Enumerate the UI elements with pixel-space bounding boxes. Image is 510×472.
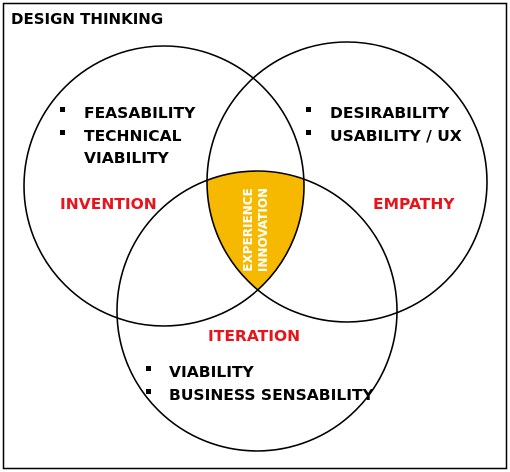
iteration-label: ITERATION bbox=[208, 327, 300, 345]
invention-bullets: FEASABILITY TECHNICAL VIABILITY bbox=[60, 104, 196, 167]
empathy-bullet-1: DESIRABILITY bbox=[330, 104, 450, 122]
invention-circle bbox=[23, 45, 305, 327]
invention-label: INVENTION bbox=[60, 195, 157, 213]
iteration-bullet-2: BUSINESS SENSABILITY bbox=[169, 386, 375, 404]
bullet-marker bbox=[306, 130, 311, 135]
iteration-bullet-1: VIABILITY bbox=[169, 363, 255, 381]
invention-bullet-3: VIABILITY bbox=[84, 149, 170, 167]
invention-bullet-2: TECHNICAL bbox=[84, 127, 182, 145]
iteration-bullets: VIABILITY BUSINESS SENSABILITY bbox=[146, 363, 375, 404]
empathy-bullets: DESIRABILITY USABILITY / UX bbox=[306, 104, 462, 145]
empathy-label: EMPATHY bbox=[373, 195, 455, 213]
bullet-marker bbox=[146, 389, 151, 394]
center-text-experience: EXPERIENCE bbox=[241, 188, 255, 271]
empathy-bullet-2: USABILITY / UX bbox=[330, 127, 462, 145]
invention-bullet-1: FEASABILITY bbox=[84, 104, 196, 122]
center-text-group: EXPERIENCE INNOVATION bbox=[241, 188, 270, 272]
bullet-marker bbox=[146, 366, 151, 371]
center-text-innovation: INNOVATION bbox=[256, 188, 270, 272]
diagram-title: DESIGN THINKING bbox=[11, 10, 163, 28]
bullet-marker bbox=[306, 107, 311, 112]
iteration-circle bbox=[116, 170, 398, 452]
empathy-circle bbox=[206, 41, 488, 323]
bullet-marker bbox=[60, 130, 65, 135]
bullet-marker bbox=[60, 107, 65, 112]
